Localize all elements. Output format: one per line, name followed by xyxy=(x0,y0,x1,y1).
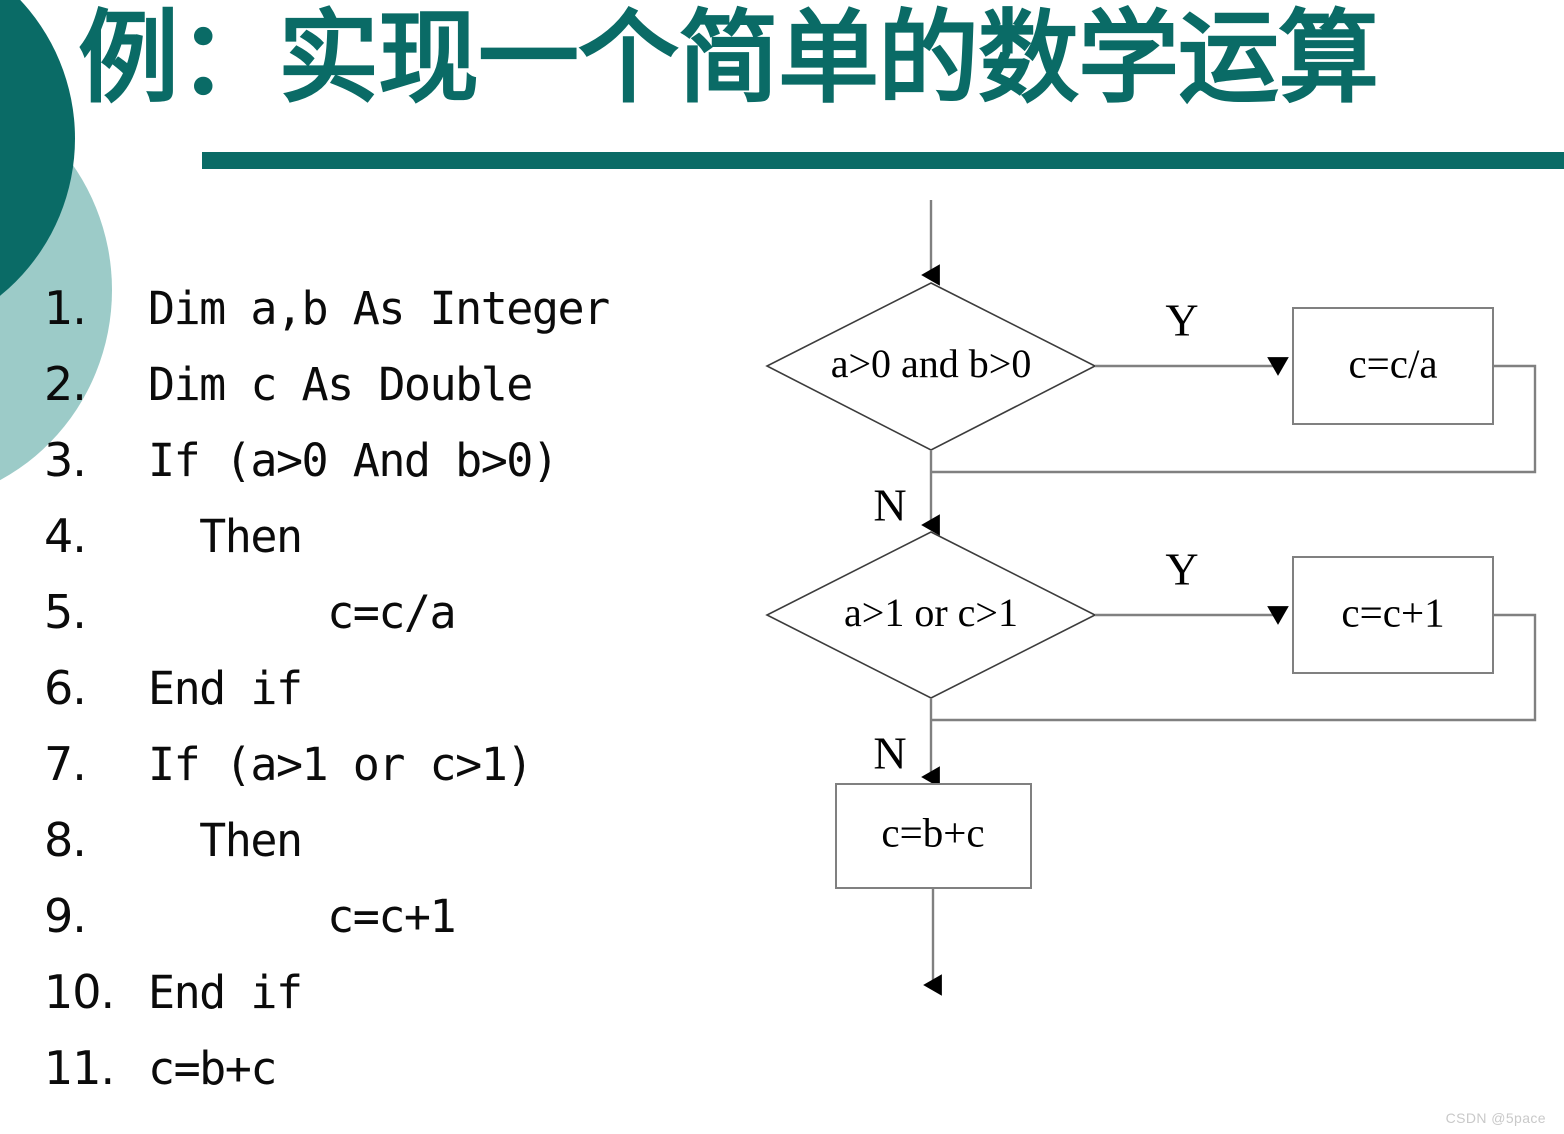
flowchart-diagram: a>0 and b>0 Y c=c/a N a>1 or c>1 Y c=c+1 xyxy=(730,180,1564,1020)
title-underline-rule xyxy=(202,152,1564,169)
code-line-number: 9. xyxy=(44,889,87,943)
code-line-number: 6. xyxy=(44,661,87,715)
code-line-number: 3. xyxy=(44,433,87,487)
edge-process1-to-decision2 xyxy=(931,364,1537,474)
process-node-2 xyxy=(1292,556,1494,674)
code-listing: 1. Dim a,b As Integer 2. Dim c As Double… xyxy=(44,281,744,1117)
code-line: 10. End if xyxy=(44,965,744,1041)
code-line-number: 2. xyxy=(44,357,87,411)
process-node-2-label: c=c+1 xyxy=(1341,589,1444,635)
code-line-number: 5. xyxy=(44,585,87,639)
code-line: 9. c=c+1 xyxy=(44,889,744,965)
code-line-text: Dim a,b As Integer xyxy=(148,282,610,335)
code-line-number: 7. xyxy=(44,737,87,791)
branch-label-d1-no: N xyxy=(873,480,906,531)
code-line-text: End if xyxy=(148,966,303,1019)
code-line-number: 8. xyxy=(44,813,87,867)
code-line: 2. Dim c As Double xyxy=(44,357,744,433)
code-line: 7. If (a>1 or c>1) xyxy=(44,737,744,813)
edge-process2-to-process3 xyxy=(931,613,1537,722)
code-line: 4. Then xyxy=(44,509,744,585)
process-node-3-label: c=b+c xyxy=(881,809,984,855)
decision-node-2-label: a>1 or c>1 xyxy=(844,590,1018,635)
code-line: 6. End if xyxy=(44,661,744,737)
code-line-text: c=c+1 xyxy=(148,890,456,943)
code-line-number: 4. xyxy=(44,509,87,563)
branch-label-d1-yes: Y xyxy=(1165,295,1198,346)
watermark: CSDN @5pace xyxy=(1445,1110,1546,1126)
process-node-1-label: c=c/a xyxy=(1348,340,1437,386)
code-line-text: If (a>0 And b>0) xyxy=(148,434,559,487)
code-line-text: End if xyxy=(148,662,303,715)
code-line: 8. Then xyxy=(44,813,744,889)
code-line-text: If (a>1 or c>1) xyxy=(148,738,533,791)
code-line-text: Then xyxy=(148,814,303,867)
code-line: 5. c=c/a xyxy=(44,585,744,661)
branch-label-d2-yes: Y xyxy=(1165,544,1198,595)
code-line-text: c=b+c xyxy=(148,1042,277,1095)
code-line: 3. If (a>0 And b>0) xyxy=(44,433,744,509)
code-line-number: 11. xyxy=(44,1041,115,1095)
page-title: 例：实现一个简单的数学运算 xyxy=(78,0,1379,117)
code-line-number: 1. xyxy=(44,281,87,335)
code-line-text: Then xyxy=(148,510,303,563)
code-line-number: 10. xyxy=(44,965,115,1019)
code-line-text: Dim c As Double xyxy=(148,358,533,411)
branch-label-d2-no: N xyxy=(873,728,906,779)
code-line: 1. Dim a,b As Integer xyxy=(44,281,744,357)
code-line: 11. c=b+c xyxy=(44,1041,744,1117)
code-line-text: c=c/a xyxy=(148,586,456,639)
decision-node-1-label: a>0 and b>0 xyxy=(831,341,1032,386)
